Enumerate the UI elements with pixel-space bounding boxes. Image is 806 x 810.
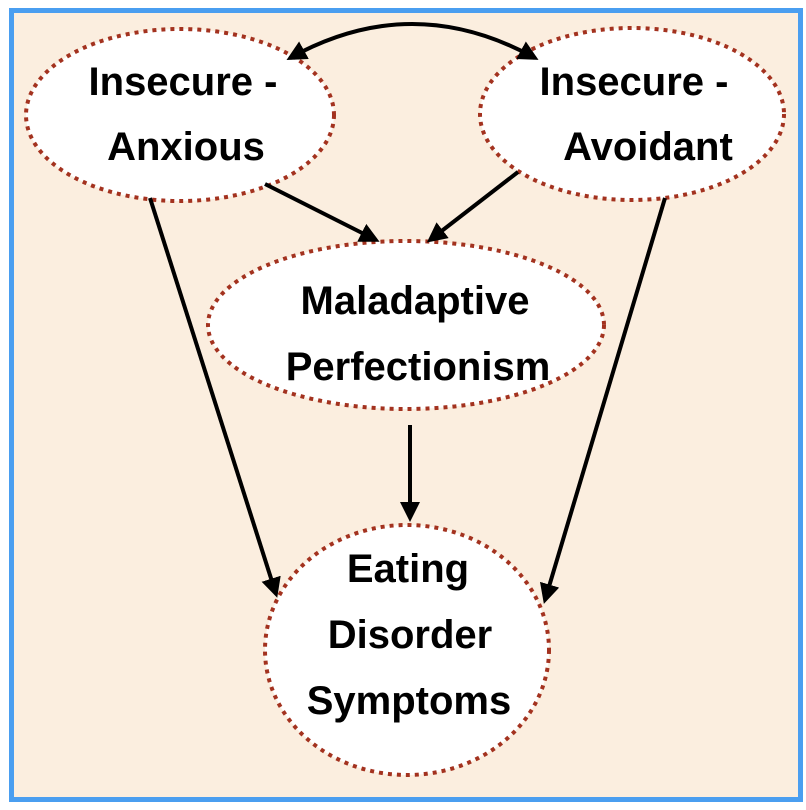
node-label: Insecure - bbox=[89, 60, 278, 104]
node-label: Anxious bbox=[107, 125, 265, 169]
arrow-avoidant-to-perfectionism bbox=[426, 170, 520, 243]
node-label: Insecure - bbox=[540, 60, 729, 104]
node-label: Symptoms bbox=[307, 679, 512, 723]
node-insecure-avoidant: Insecure - Avoidant bbox=[478, 26, 786, 202]
arrow-anxious-avoidant-correlation bbox=[286, 22, 539, 60]
arrow-anxious-to-perfectionism bbox=[264, 182, 380, 242]
arrow-avoidant-to-eating bbox=[539, 197, 667, 604]
node-label: Avoidant bbox=[563, 125, 733, 169]
node-label: Eating bbox=[347, 547, 469, 591]
node-insecure-anxious: Insecure - Anxious bbox=[24, 27, 336, 203]
node-label: Perfectionism bbox=[286, 345, 551, 389]
node-maladaptive-perfectionism: Maladaptive Perfectionism bbox=[206, 239, 606, 411]
node-eating-disorder-symptoms: Eating Disorder Symptoms bbox=[263, 523, 551, 777]
arrow-anxious-to-eating bbox=[148, 197, 281, 598]
node-label: Maladaptive bbox=[301, 279, 530, 323]
node-label: Disorder bbox=[328, 613, 493, 657]
